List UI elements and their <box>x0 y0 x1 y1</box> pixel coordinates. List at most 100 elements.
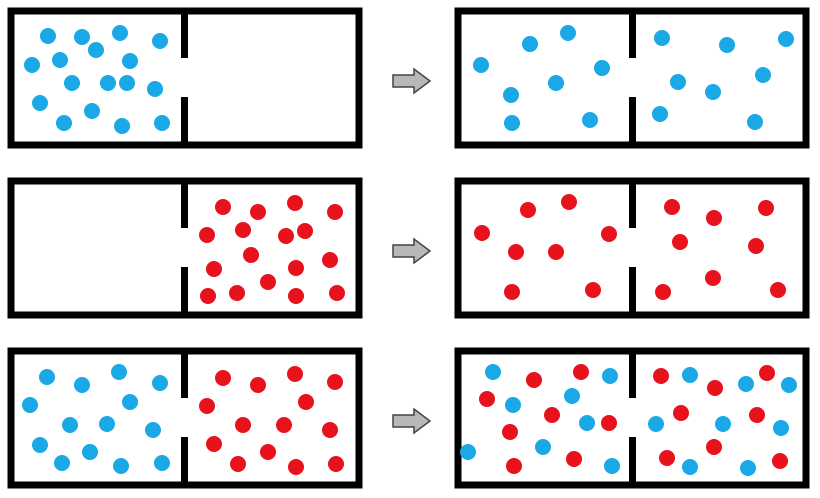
red-particle <box>772 453 788 469</box>
red-particle <box>655 284 671 300</box>
red-particle <box>288 459 304 475</box>
red-particle <box>235 417 251 433</box>
right-arrow-icon <box>392 67 432 95</box>
red-particle <box>653 368 669 384</box>
blue-particle <box>32 437 48 453</box>
red-particle <box>508 244 524 260</box>
blue-particle <box>602 368 618 384</box>
red-particle <box>297 223 313 239</box>
red-particle <box>199 227 215 243</box>
blue-particle <box>114 118 130 134</box>
blue-particle <box>773 420 789 436</box>
red-particle <box>601 415 617 431</box>
blue-particle <box>579 415 595 431</box>
blue-particle <box>99 416 115 432</box>
red-particle <box>327 204 343 220</box>
blue-particle <box>100 75 116 91</box>
blue-particle <box>755 67 771 83</box>
red-particle <box>235 222 251 238</box>
partition-wall-top <box>181 8 188 58</box>
blue-particle <box>473 57 489 73</box>
right-arrow-icon <box>392 237 432 265</box>
red-particle <box>328 456 344 472</box>
red-particle <box>474 225 490 241</box>
blue-particle <box>781 377 797 393</box>
blue-particle <box>594 60 610 76</box>
red-particle <box>322 252 338 268</box>
red-particle <box>506 458 522 474</box>
blue-particle <box>648 416 664 432</box>
blue-particle <box>152 375 168 391</box>
red-particle <box>260 444 276 460</box>
blue-particle <box>738 376 754 392</box>
blue-particle <box>112 25 128 41</box>
red-particle <box>544 407 560 423</box>
red-particle <box>601 226 617 242</box>
red-particle <box>229 285 245 301</box>
blue-particle <box>564 388 580 404</box>
blue-particle <box>74 377 90 393</box>
red-particle <box>250 204 266 220</box>
blue-particle <box>39 369 55 385</box>
blue-particle <box>719 37 735 53</box>
blue-particle <box>582 112 598 128</box>
red-particle <box>664 199 680 215</box>
blue-particle <box>88 42 104 58</box>
red-particle <box>520 202 536 218</box>
blue-particle <box>154 115 170 131</box>
red-particle <box>672 234 688 250</box>
red-particle <box>504 284 520 300</box>
blue-particle <box>84 103 100 119</box>
red-particle <box>561 194 577 210</box>
red-particle <box>250 377 266 393</box>
blue-particle <box>74 29 90 45</box>
blue-particle <box>652 106 668 122</box>
blue-particle <box>122 394 138 410</box>
blue-particle <box>715 416 731 432</box>
partition-wall-bottom <box>629 97 636 148</box>
partition-wall-top <box>629 348 636 398</box>
red-particle <box>276 417 292 433</box>
red-particle <box>298 394 314 410</box>
red-particle <box>287 366 303 382</box>
red-particle <box>749 407 765 423</box>
blue-particle <box>82 444 98 460</box>
blue-particle <box>32 95 48 111</box>
blue-particle <box>682 459 698 475</box>
partition-wall-bottom <box>629 437 636 488</box>
blue-particle <box>548 75 564 91</box>
red-particle <box>288 288 304 304</box>
partition-wall-bottom <box>181 267 188 318</box>
blue-particle <box>111 364 127 380</box>
red-particle <box>673 405 689 421</box>
red-particle <box>230 456 246 472</box>
right-arrow-icon <box>392 407 432 435</box>
red-particle <box>526 372 542 388</box>
red-particle <box>585 282 601 298</box>
red-particle <box>706 210 722 226</box>
red-particle <box>659 450 675 466</box>
red-particle <box>566 451 582 467</box>
partition-wall-bottom <box>629 267 636 318</box>
partition-wall-bottom <box>181 97 188 148</box>
red-particle <box>243 247 259 263</box>
blue-particle <box>113 458 129 474</box>
blue-particle <box>522 36 538 52</box>
red-particle <box>758 200 774 216</box>
blue-particle <box>40 28 56 44</box>
red-particle <box>200 288 216 304</box>
blue-particle <box>52 52 68 68</box>
blue-particle <box>54 455 70 471</box>
red-particle <box>748 238 764 254</box>
red-particle <box>573 364 589 380</box>
blue-particle <box>119 75 135 91</box>
red-particle <box>322 422 338 438</box>
red-particle <box>770 282 786 298</box>
blue-particle <box>147 81 163 97</box>
blue-particle <box>145 422 161 438</box>
red-particle <box>215 199 231 215</box>
blue-particle <box>62 417 78 433</box>
red-particle <box>548 244 564 260</box>
red-particle <box>206 261 222 277</box>
blue-particle <box>460 444 476 460</box>
